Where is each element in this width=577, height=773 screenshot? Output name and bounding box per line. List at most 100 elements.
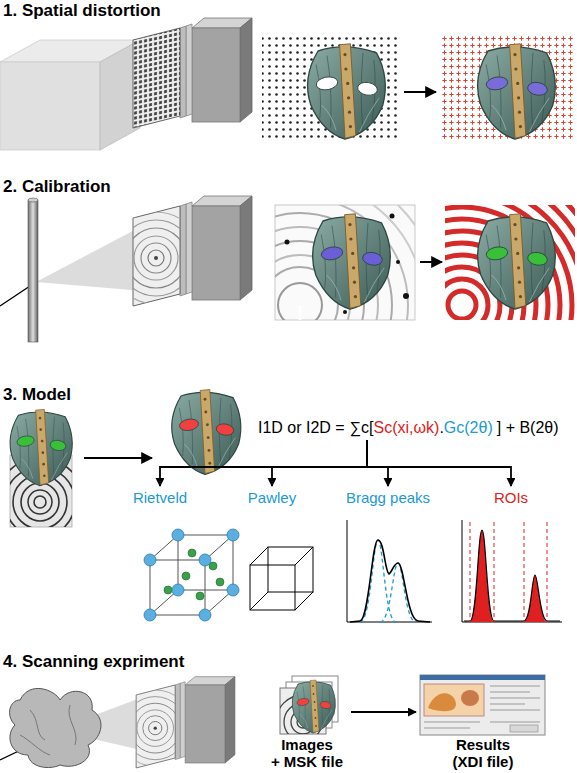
mask-image-part: [315, 75, 338, 91]
roi-plot-part-part: [524, 522, 525, 622]
crystal-structure-icon-part-part: [216, 578, 224, 586]
calibrant-rod-part: [28, 198, 38, 202]
unit-cell-icon-part: [268, 547, 313, 592]
method-name: Pawley: [248, 489, 296, 506]
diffraction-image-part-part: [34, 496, 46, 508]
roi-plot-part: [462, 520, 562, 622]
software-screenshot-part-part: [490, 698, 540, 699]
software-screenshot-part: [510, 725, 538, 732]
method-label: Rietveld: [133, 489, 187, 506]
fitted-rings-image-part-part: [445, 207, 560, 320]
software-screenshot-part-part: [490, 692, 530, 693]
mask-image: [478, 44, 556, 139]
detector-with-rings-part: [117, 690, 193, 766]
roi-plot-part-part: [470, 522, 471, 622]
peak-fit-plot: [347, 520, 432, 622]
equation-term: ] + B(2θ): [497, 419, 559, 437]
beam-housing-part: [0, 62, 100, 150]
crystal-structure-icon-part-part: [144, 609, 156, 621]
unit-cell-icon-part: [295, 592, 313, 610]
roi-plot: [462, 520, 562, 622]
calibration-image-part-part: [390, 214, 395, 219]
crystal-structure-icon-part-part: [178, 535, 233, 590]
roi-plot-part: [470, 522, 547, 622]
mask-image-part: [179, 418, 200, 432]
detector-with-rings-part: [110, 212, 202, 304]
fitted-rings-image-part-part: [445, 279, 488, 320]
mask-image-part: [478, 44, 556, 139]
calibration-image-part: [275, 205, 415, 320]
calibration-image-part: [275, 205, 415, 320]
software-screenshot-part-part: [424, 722, 480, 723]
equation-term: ∑c[: [350, 419, 374, 437]
roi-plot-part-part: [547, 522, 548, 622]
crystal-structure-icon: [144, 529, 239, 621]
crystal-structure-icon-part-part: [172, 584, 184, 596]
equation-term: Sc(xi,ωk): [374, 419, 440, 437]
software-screenshot: [420, 675, 545, 735]
calibration-image-part-part: [275, 205, 415, 320]
detector-with-grid: [133, 18, 252, 128]
crystal-structure-icon-part: [150, 535, 233, 615]
mask-image-part: [10, 409, 72, 485]
crystal-structure-icon-part-part: [227, 529, 239, 541]
unit-cell-icon-part: [250, 565, 295, 610]
peak-fit-plot-part: [350, 540, 430, 622]
crystal-structure-icon-part: [164, 549, 224, 600]
distortion-grid-image: [440, 35, 575, 140]
mask-image: [478, 214, 556, 309]
calibrant-rod-part: [28, 200, 38, 342]
fitted-rings-image-part-part: [448, 291, 476, 319]
mask-image-part: [320, 245, 343, 261]
roi-plot-part-part: [494, 522, 495, 622]
connector-arrow: [367, 440, 511, 486]
unit-cell-icon-part: [295, 547, 313, 565]
peak-fit-plot-part: [380, 563, 416, 622]
calibration-image-part-part: [396, 260, 400, 264]
calibration-image-part-part: [278, 283, 322, 320]
calibration-image-part-part: [275, 213, 392, 320]
crystal-structure-icon-part-part: [196, 592, 204, 600]
mask-image-part: [292, 680, 335, 733]
detector-with-rings: [117, 677, 235, 768]
file-label: Results: [456, 736, 510, 753]
mask-image-part: [362, 251, 384, 267]
roi-plot-part: [464, 530, 560, 621]
software-screenshot-part: [424, 684, 484, 716]
section-title: 3. Model: [3, 385, 71, 405]
connector-arrow: [160, 440, 367, 486]
method-name: Bragg peaks: [346, 489, 430, 506]
fitted-rings-image-part-part: [445, 205, 575, 320]
unit-cell-icon-part: [250, 592, 268, 610]
peak-fit-plot-part: [347, 520, 432, 622]
mask-image: [308, 44, 386, 139]
mask-image-part: [527, 81, 549, 97]
mask-image-part: [478, 214, 556, 309]
mask-image-part: [16, 435, 35, 448]
mask-image-part: [49, 439, 66, 452]
connector-arrow: [351, 711, 416, 713]
detector-with-rings-part: [133, 196, 252, 306]
software-screenshot-part: [420, 675, 545, 680]
crystal-structure-icon-part-part: [199, 554, 211, 566]
calibration-image-part-part: [275, 205, 408, 320]
mask-image: [10, 409, 72, 485]
diffraction-image-part-part: [28, 490, 52, 514]
calibrant-rod-part: [0, 286, 30, 306]
mask-image-part: [485, 75, 508, 91]
input-files: Images+ MSK file: [265, 676, 349, 770]
crystal-structure-icon-part-part: [164, 586, 172, 594]
file-label: Images: [281, 736, 333, 753]
mask-image: [292, 680, 335, 733]
mask-image-part: [308, 44, 386, 139]
step-arrow: [84, 457, 152, 459]
crystal-structure-icon-part-part: [172, 529, 184, 541]
mask-image-part: [296, 698, 309, 707]
section-title: 4. Scanning expriment: [3, 652, 184, 672]
software-screenshot-part-part: [424, 728, 470, 729]
section-title: 2. Calibration: [3, 177, 111, 197]
calibration-image-part-part: [403, 293, 409, 299]
crystal-structure-icon-part-part: [144, 554, 156, 566]
file-label: (XDI file): [453, 753, 514, 770]
